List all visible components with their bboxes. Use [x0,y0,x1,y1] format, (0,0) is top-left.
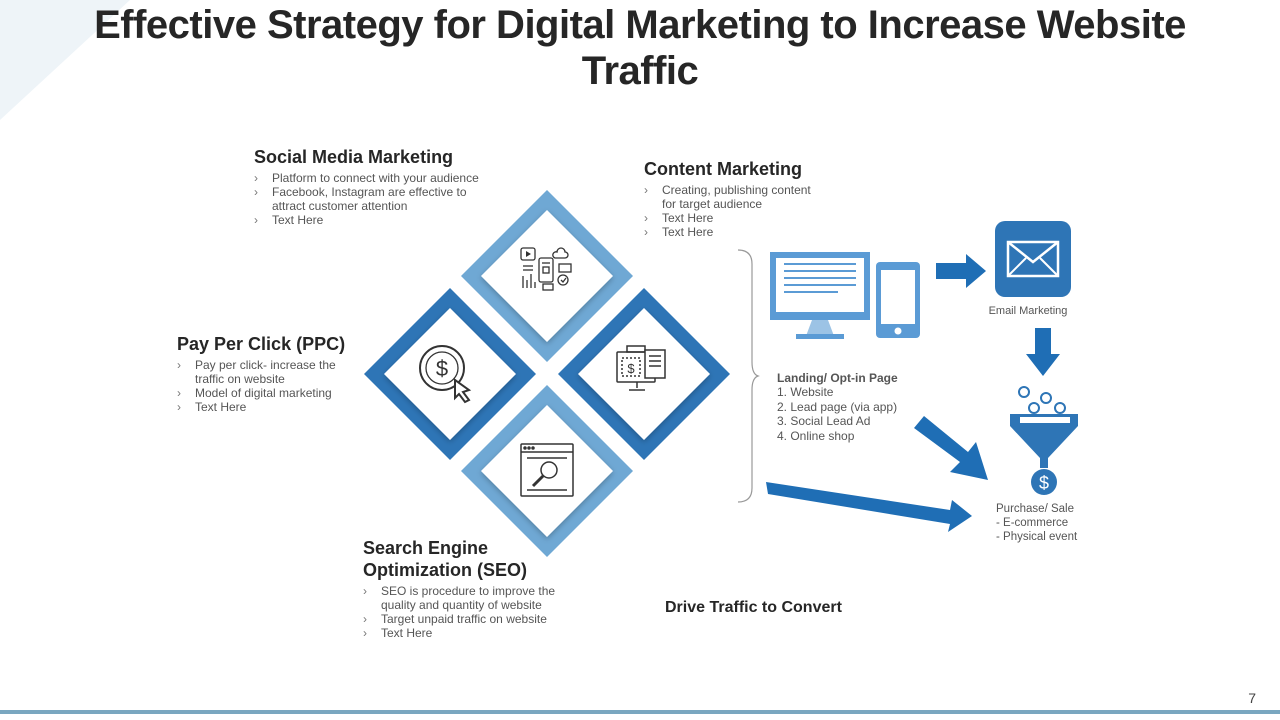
landing-item-4: 4. Online shop [777,428,855,443]
content-diamond [558,288,730,460]
devices-graphic [770,252,920,339]
purchase-line2: - E-commerce [996,517,1069,529]
social-bullet-2: Facebook, Instagram are effective to att… [254,185,477,213]
landing-item-3: 3. Social Lead Ad [777,414,871,428]
seo-diamond [461,385,633,557]
email-marketing-label: Email Marketing [988,305,1068,317]
content-bullet-3: Text Here [644,225,844,239]
monitor-icon [770,252,870,339]
arrow-to-email [936,254,986,288]
corner-decoration [0,0,130,120]
landing-bracket [737,249,760,503]
ppc-diamond [364,288,536,460]
seo-section: Search Engine Optimization (SEO) SEO is … [363,537,583,640]
content-bullet-2: Text Here [644,211,844,225]
purchase-line3: - Physical event [996,531,1078,543]
strategy-diamond-diagram: $ $ [364,190,730,557]
smartphone-icon [876,262,920,338]
arrow-drive-traffic [766,482,972,532]
seo-search-icon [520,443,574,497]
page-title: Effective Strategy for Digital Marketing… [94,3,1186,93]
seo-bullet-2: Target unpaid traffic on website [363,612,583,626]
envelope-icon [995,221,1071,297]
page-number: 7 [1248,690,1256,706]
ppc-bullet-2: Model of digital marketing [177,386,367,400]
seo-title-line2: Optimization (SEO) [363,560,527,580]
social-media-section: Social Media Marketing Platform to conne… [254,146,494,227]
seo-bullet-3: Text Here [363,626,583,640]
seo-title-line1: Search Engine [363,538,489,558]
social-diamond [461,190,633,362]
landing-page-title: Landing/ Opt-in Page [777,371,898,385]
purchase-sale-section: Purchase/ Sale - E-commerce - Physical e… [996,502,1106,544]
arrow-landing-to-funnel [914,416,988,480]
ppc-bullet-1: Pay per click- increase the traffic on w… [177,358,345,386]
svg-text:$: $ [627,361,635,376]
landing-item-2: 2. Lead page (via app) [777,399,898,414]
content-marketing-section: Content Marketing Creating, publishing c… [644,158,844,239]
ppc-section: Pay Per Click (PPC) Pay per click- incre… [177,333,367,414]
content-marketing-title: Content Marketing [644,159,803,179]
seo-bullet-1: SEO is procedure to improve the quality … [363,584,561,612]
ppc-title: Pay Per Click (PPC) [177,334,346,354]
landing-page-section: Landing/ Opt-in Page 1. Website 2. Lead … [777,371,957,443]
funnel-dollar-icon: $ [1010,386,1078,495]
footer-bar [0,710,1280,714]
purchase-line1: Purchase/ Sale [996,503,1074,515]
social-bullet-1: Platform to connect with your audience [254,171,494,185]
landing-item-1: 1. Website [777,385,834,399]
social-bullet-3: Text Here [254,213,494,227]
ppc-bullet-3: Text Here [177,400,367,414]
content-bullet-1: Creating, publishing content for target … [644,183,827,211]
social-media-title: Social Media Marketing [254,147,454,167]
dollar-cursor-icon: $ [419,345,472,404]
social-media-icon [520,247,572,291]
svg-text:$: $ [436,356,448,381]
invoice-icon: $ [616,345,666,391]
svg-text:$: $ [1039,473,1049,493]
arrow-to-funnel [1026,328,1060,376]
drive-traffic-label: Drive Traffic to Convert [665,599,842,616]
